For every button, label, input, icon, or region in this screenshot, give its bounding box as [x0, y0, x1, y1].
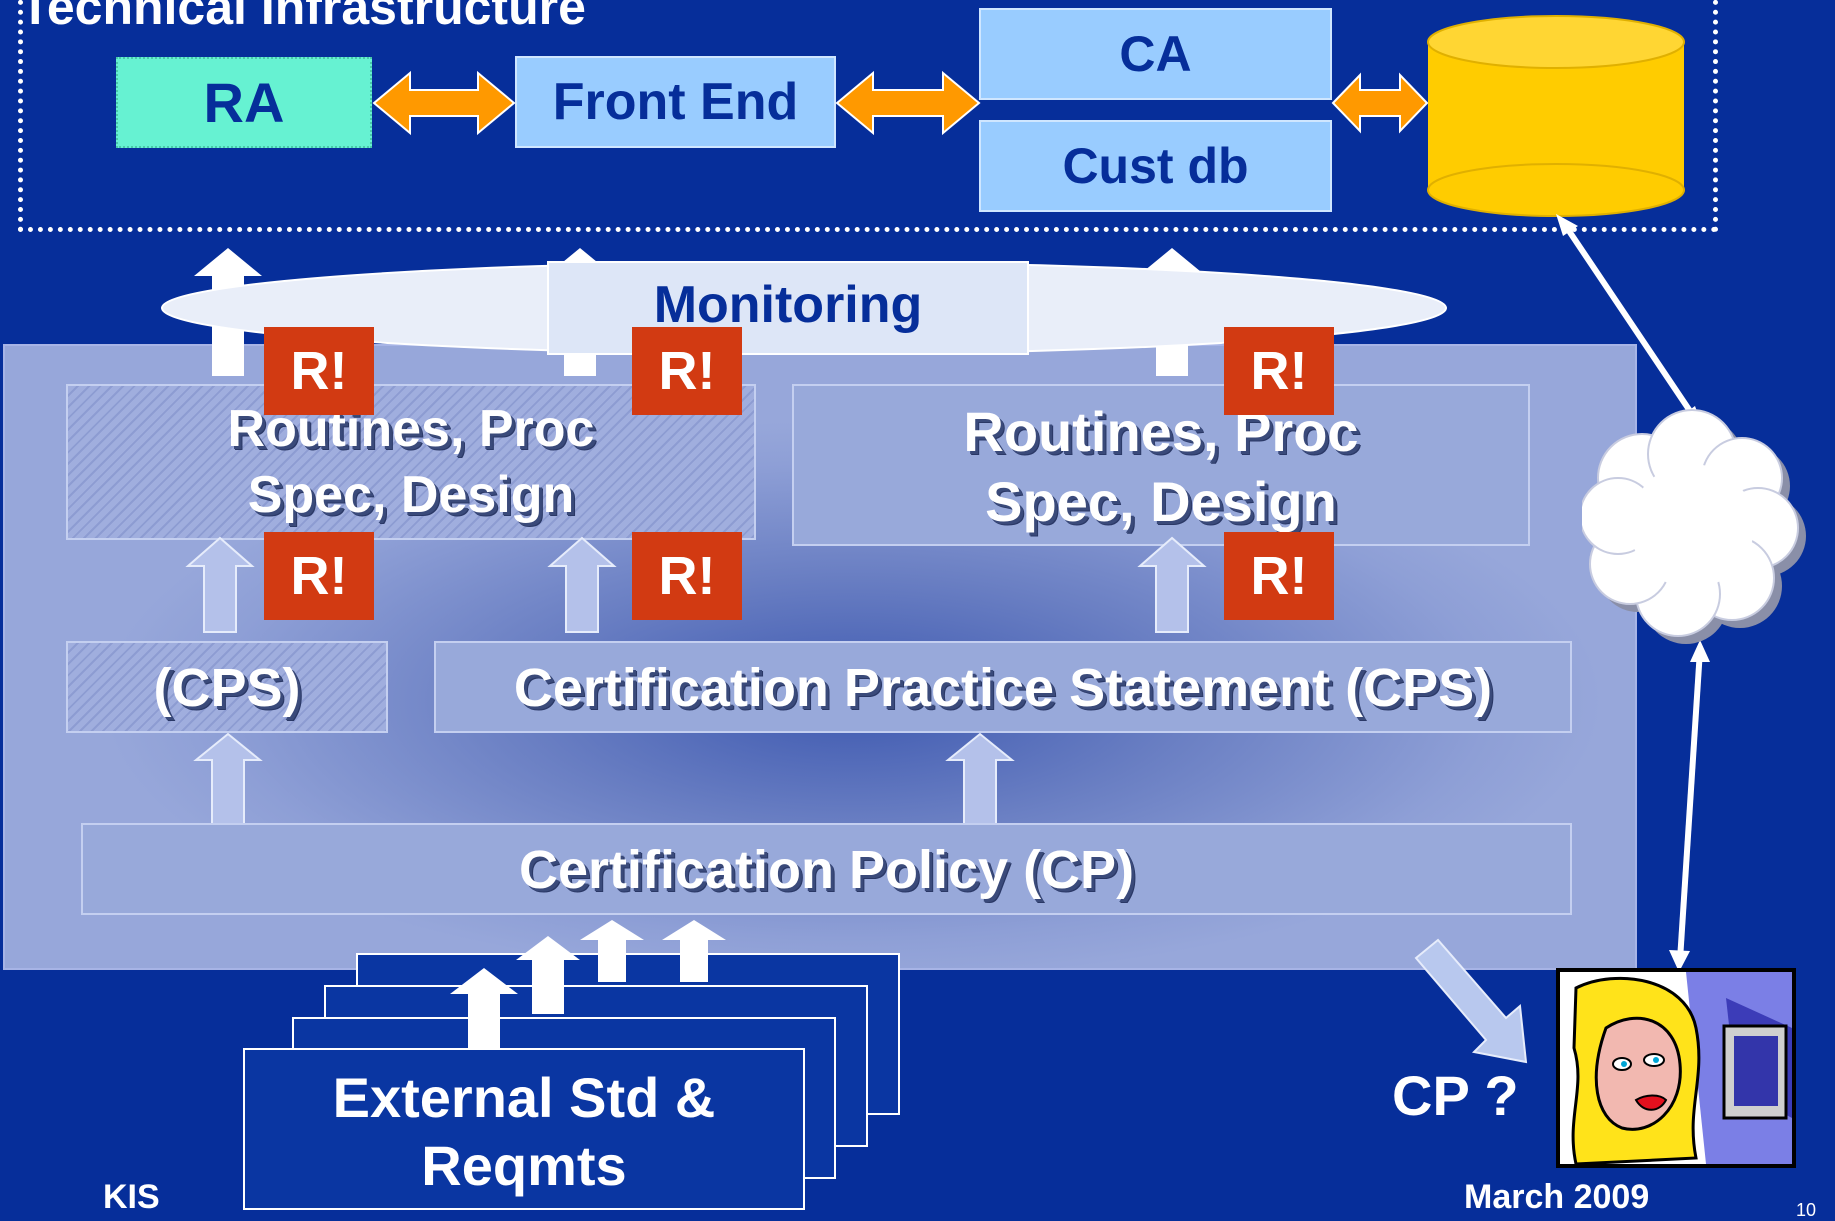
footer-date: March 2009 [1464, 1178, 1650, 1216]
risk-badge: R! [632, 532, 742, 620]
user-at-computer-icon [1556, 968, 1796, 1168]
routines-box-right [792, 384, 1530, 546]
cloud-user-connector [1677, 649, 1703, 961]
monitoring-label: Monitoring [653, 276, 923, 334]
internet-cloud-icon [1582, 409, 1806, 644]
orange-arrow-ca-ldap [1331, 72, 1429, 134]
risk-badge: R! [1224, 327, 1334, 415]
technical-infrastructure-title: Technical Infrastructure [20, 0, 586, 35]
ldap-cylinder [1427, 15, 1685, 217]
cp-question-label: CP ? [1392, 1064, 1519, 1127]
cps-short-box [66, 641, 388, 733]
cps-short-label: (CPS) [153, 658, 301, 718]
external-line2: Reqmts [421, 1134, 627, 1197]
routines-right-line2: Spec, Design [985, 470, 1337, 533]
routines-left-line2: Spec, Design [247, 466, 575, 524]
cps-long-box [434, 641, 1572, 733]
cps-long-label: Certification Practice Statement (CPS) [513, 658, 1493, 718]
risk-badge: R! [264, 327, 374, 415]
page-number: 10 [1796, 1200, 1817, 1220]
cp-label: Certification Policy (CP) [518, 840, 1135, 900]
orange-arrow-fe-ca [835, 70, 981, 136]
external-line1: External Std & [332, 1066, 716, 1129]
technical-infrastructure-frame [18, 0, 1718, 232]
front-end-box: Front End [515, 56, 836, 148]
risk-badge: R! [1224, 532, 1334, 620]
ra-box: RA [116, 57, 372, 148]
footer-kis: KIS [103, 1178, 160, 1216]
ca-box: CA [979, 8, 1332, 100]
cp-box [81, 823, 1572, 915]
risk-badge: R! [632, 327, 742, 415]
risk-badge: R! [264, 532, 374, 620]
ldap-cloud-connector [1560, 220, 1699, 422]
orange-arrow-ra-fe [372, 70, 516, 136]
external-card-front [243, 1048, 805, 1210]
cust-db-box: Cust db [979, 120, 1332, 212]
